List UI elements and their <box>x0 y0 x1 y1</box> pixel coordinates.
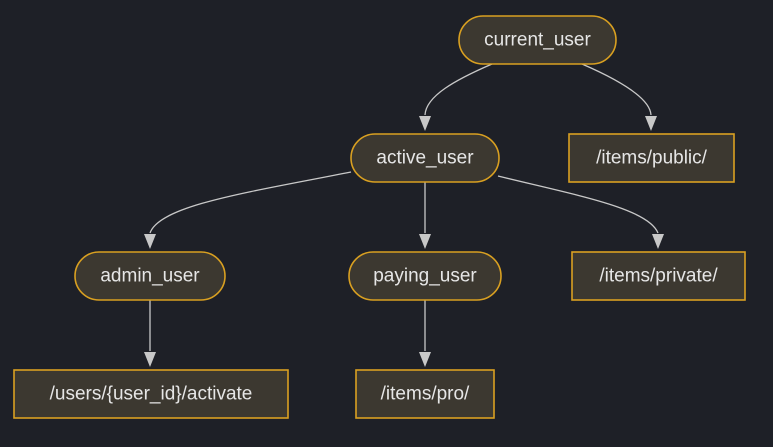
arrowhead-paying_user <box>419 234 431 249</box>
node-box <box>350 133 500 183</box>
nodes-layer: current_user active_user/items/public/adm… <box>13 15 746 419</box>
edge-current_user-to-active_user <box>424 63 493 116</box>
node-items-pro: /items/pro/ <box>355 369 495 419</box>
node-box <box>74 251 226 301</box>
arrowhead-items_pro <box>419 352 431 367</box>
node-label: /items/private/ <box>599 266 718 287</box>
arrowhead-active_user <box>419 116 431 131</box>
node-box <box>355 369 495 419</box>
node-label: /items/public/ <box>596 148 708 169</box>
node-box <box>458 15 617 65</box>
node-current-user: current_user <box>458 15 617 65</box>
edge-active_user-to-admin_user <box>149 171 352 234</box>
node-label: /items/pro/ <box>381 384 470 405</box>
node-box <box>571 251 746 301</box>
node-box <box>348 251 502 301</box>
edges-layer <box>144 63 664 367</box>
node-paying-user: paying_user <box>348 251 502 301</box>
arrowhead-items_public <box>645 116 657 131</box>
node-label: /users/{user_id}/activate <box>50 384 253 405</box>
node-label: current_user <box>484 30 591 51</box>
node-label: active_user <box>376 148 474 169</box>
node-box <box>13 369 289 419</box>
edge-active_user-to-items_private <box>497 175 659 234</box>
node-label: admin_user <box>100 266 200 287</box>
arrowhead-users_activate <box>144 352 156 367</box>
arrowhead-items_private <box>652 234 664 249</box>
arrowhead-admin_user <box>144 234 156 249</box>
edge-current_user-to-items_public <box>581 63 652 116</box>
node-active-user: active_user <box>350 133 500 183</box>
node-label: paying_user <box>373 266 477 287</box>
node-box <box>568 133 735 183</box>
node-admin-user: admin_user <box>74 251 226 301</box>
node-items-public: /items/public/ <box>568 133 735 183</box>
node-items-private: /items/private/ <box>571 251 746 301</box>
node-users-activate: /users/{user_id}/activate <box>13 369 289 419</box>
